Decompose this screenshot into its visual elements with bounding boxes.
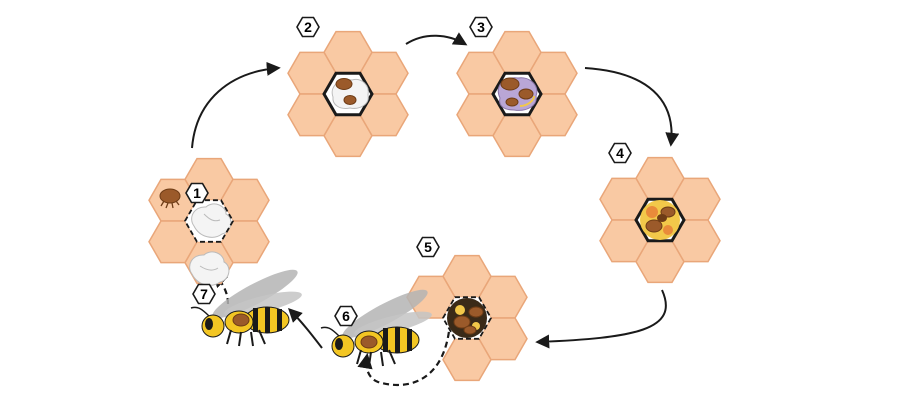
arrow-5-to-6-dashed [357, 321, 452, 387]
stage-1-mite [159, 188, 181, 209]
stage-1-larva [191, 203, 232, 238]
stage-badge-1: 1 [185, 182, 209, 204]
stage-badge-5: 5 [416, 236, 440, 258]
stage-label-2: 2 [304, 19, 312, 35]
stage-label-3: 3 [477, 19, 485, 35]
stage-7-emptied-larva-cell [189, 251, 230, 286]
stage-label-6: 6 [342, 308, 350, 324]
arrow-2-to-3 [405, 32, 468, 46]
stage-badge-2: 2 [296, 16, 320, 38]
arrow-1-to-2 [191, 61, 281, 149]
stage-badge-6: 6 [334, 305, 358, 327]
bee-stage-6 [320, 289, 432, 367]
arrow-4-to-5 [535, 289, 667, 349]
stage-label-1: 1 [193, 185, 201, 201]
dashed-cell-outlines [183, 199, 493, 340]
arrow-3-to-4 [584, 67, 680, 147]
stage-badge-4: 4 [608, 142, 632, 164]
stage-number-badges: 1 2 3 4 5 6 7 [185, 16, 632, 327]
stage-5-emerging-bee [447, 298, 487, 338]
stage-label-5: 5 [424, 239, 432, 255]
cycle-arrows [191, 32, 680, 349]
stage-label-4: 4 [616, 145, 624, 161]
arrow-6-to-7 [288, 308, 323, 349]
stage-badge-3: 3 [469, 16, 493, 38]
stage-badge-7: 7 [192, 283, 216, 305]
comb-cluster-2 [287, 30, 409, 158]
bee-stage-7 [190, 269, 302, 347]
stage-4-developing-bee [640, 200, 680, 240]
stage-label-7: 7 [200, 286, 208, 302]
stage-2-capped-cell [331, 78, 369, 109]
stage-3-pupa-with-mites [497, 77, 538, 111]
